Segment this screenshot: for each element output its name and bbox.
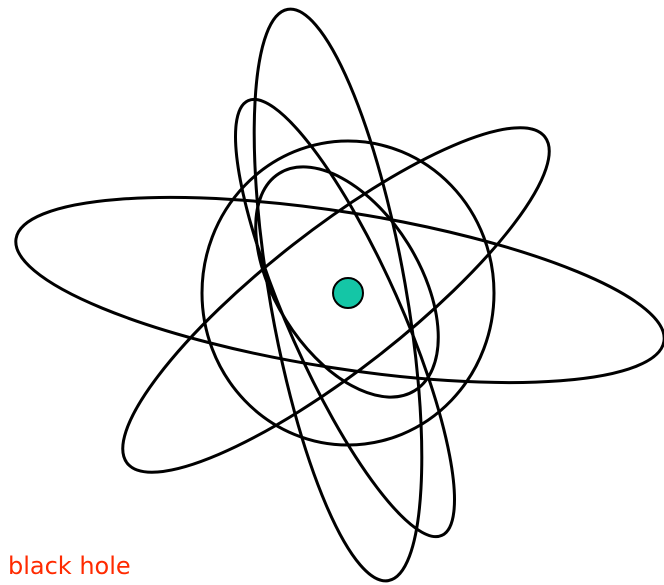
black-hole-label: black hole	[8, 552, 131, 580]
central-mass	[333, 278, 363, 308]
orbit-narrow-tilted	[197, 78, 493, 558]
